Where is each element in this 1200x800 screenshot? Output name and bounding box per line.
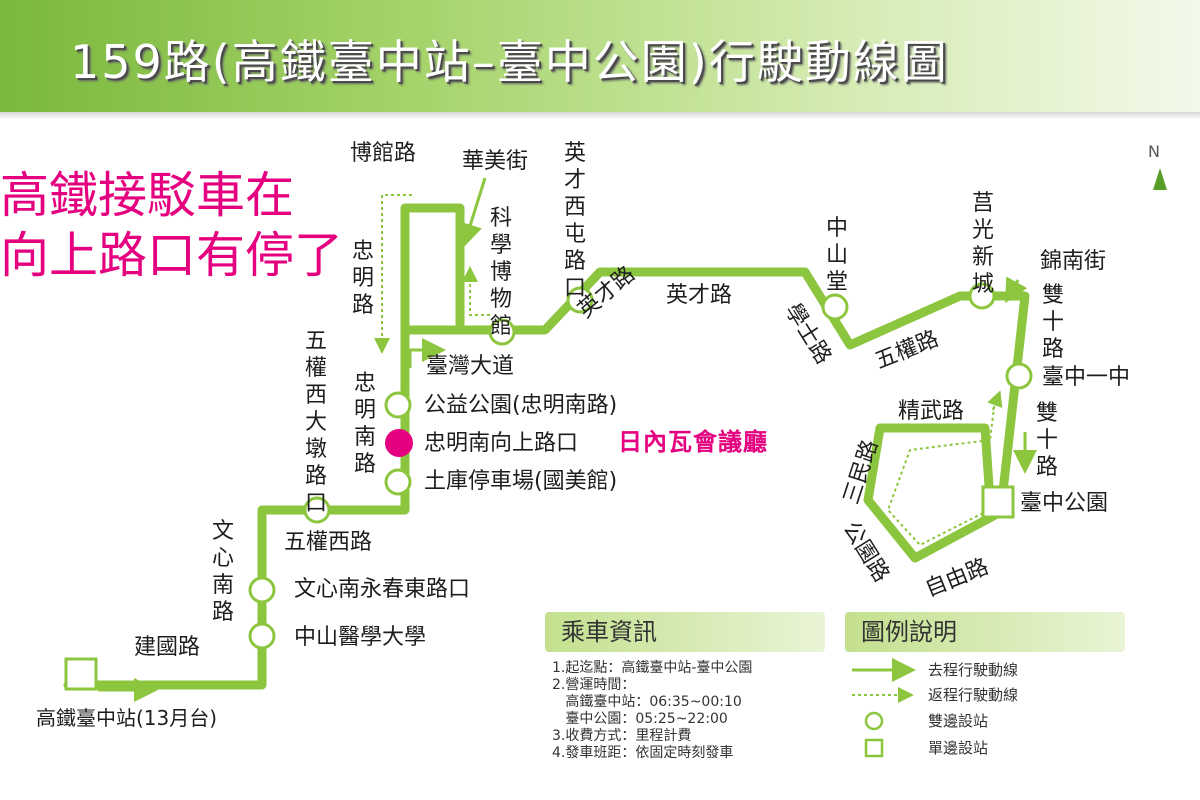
label-taizhong-park: 臺中公園 <box>1020 491 1109 516</box>
stop-wuquan-xi-da-dun[interactable] <box>303 496 331 524</box>
stop-taizhong-yizhong[interactable] <box>1005 362 1033 390</box>
legend-label-outbound: 去程行駛動線 <box>928 661 1019 679</box>
note-line-1: 高鐵接駁車在 <box>0 167 295 224</box>
label-hsr-station: 高鐵臺中站(13月台) <box>36 706 218 730</box>
return-arrow-boguan <box>374 194 412 354</box>
stop-xiangshang-highlight[interactable] <box>385 429 413 457</box>
stop-hsr-station[interactable] <box>64 657 98 691</box>
stop-science-museum[interactable] <box>488 318 516 346</box>
return-arrow-jingwu <box>987 390 1003 411</box>
note-line-2: 向上路口有停了 <box>0 227 344 284</box>
stop-zhongshantang[interactable] <box>821 293 849 321</box>
stop-tuku[interactable] <box>384 468 412 496</box>
label-boguan-road: 博館路 <box>350 141 417 166</box>
info-line-6: 4.發車班距：依固定時刻發車 <box>552 745 734 761</box>
label-science-museum: 科學博物館 <box>489 206 512 339</box>
label-wuquan-xi-da-dun: 五權西大墩路口 <box>304 329 327 516</box>
legend-panel-heading: 圖例說明 <box>845 612 1125 652</box>
square-icon <box>864 738 884 758</box>
banner-shadow <box>0 112 1200 120</box>
info-line-3: 高鐵臺中站：06:35~00:10 <box>552 694 742 710</box>
handwritten-note: 高鐵接駁車在 向上路口有停了 <box>0 166 343 286</box>
stop-juguang[interactable] <box>968 282 996 310</box>
label-jinnan-street: 錦南街 <box>1040 249 1107 274</box>
label-yingcai-road-2: 英才路 <box>666 283 733 308</box>
north-arrow-icon <box>1153 168 1167 190</box>
label-shuangshi-road-2: 雙十路 <box>1035 401 1058 480</box>
label-wuquan-west-road: 五權西路 <box>284 530 373 555</box>
stop-gongyi-park[interactable] <box>384 391 412 419</box>
label-taizhong-yizhong: 臺中一中 <box>1042 365 1131 390</box>
legend-label-both-sides: 雙邊設站 <box>928 712 989 730</box>
label-yingcai-xitun: 英才西屯路口 <box>563 141 586 301</box>
return-arrow-loop <box>886 399 996 547</box>
label-wenxin-nan: 文心南路 <box>211 519 234 625</box>
legend-label-one-side: 單邊設站 <box>928 739 989 757</box>
label-zhongming-nan: 忠明南路 <box>353 371 376 477</box>
label-juguang: 莒光新城 <box>971 191 994 297</box>
info-line-1: 1.起迄點：高鐵臺中站-臺中公園 <box>552 660 753 676</box>
label-tuku: 土庫停車場(國美館) <box>424 469 618 494</box>
map-title: 159路(高鐵臺中站–臺中公園)行駛動線圖 <box>70 35 949 89</box>
label-zhongshantang: 中山堂 <box>825 216 848 295</box>
outbound-arrow-taiwan-blvd <box>408 338 446 368</box>
label-gongyi-park: 公益公園(忠明南路) <box>424 393 618 418</box>
label-huamei-street: 華美街 <box>462 149 529 174</box>
info-line-2: 2.營運時間： <box>552 677 636 693</box>
return-arrow-science <box>462 266 490 316</box>
label-xiangshang-stop: 忠明南向上路口 <box>424 431 579 456</box>
label-geneva-hall: 日內瓦會議廳 <box>618 427 768 456</box>
title-banner <box>0 0 1200 112</box>
legend-label-return: 返程行駛動線 <box>928 686 1019 704</box>
stop-taizhong-park[interactable] <box>981 485 1015 519</box>
stop-yingcai-xitun[interactable] <box>566 286 594 314</box>
north-label: N <box>1148 142 1160 161</box>
outbound-arrow-jinnan <box>1005 276 1028 304</box>
outbound-arrow-huamei <box>458 177 487 248</box>
stop-csmu[interactable] <box>248 622 276 650</box>
info-line-4: 臺中公園：05:25~22:00 <box>552 711 728 727</box>
label-jingwu-road: 精武路 <box>898 399 965 424</box>
label-taiwan-blvd: 臺灣大道 <box>426 354 515 379</box>
info-line-5: 3.收費方式：里程計費 <box>552 728 692 744</box>
circle-icon <box>864 711 884 731</box>
label-jianguo-road: 建國路 <box>134 635 201 660</box>
label-csmu: 中山醫學大學 <box>294 625 427 650</box>
label-zhongming-road: 忠明路 <box>351 239 374 318</box>
label-wenxin-yongchun: 文心南永春東路口 <box>294 577 471 602</box>
stop-wenxin-yongchun[interactable] <box>248 576 276 604</box>
info-panel-heading: 乘車資訊 <box>545 612 825 652</box>
label-shuangshi-road-1: 雙十路 <box>1041 283 1064 362</box>
